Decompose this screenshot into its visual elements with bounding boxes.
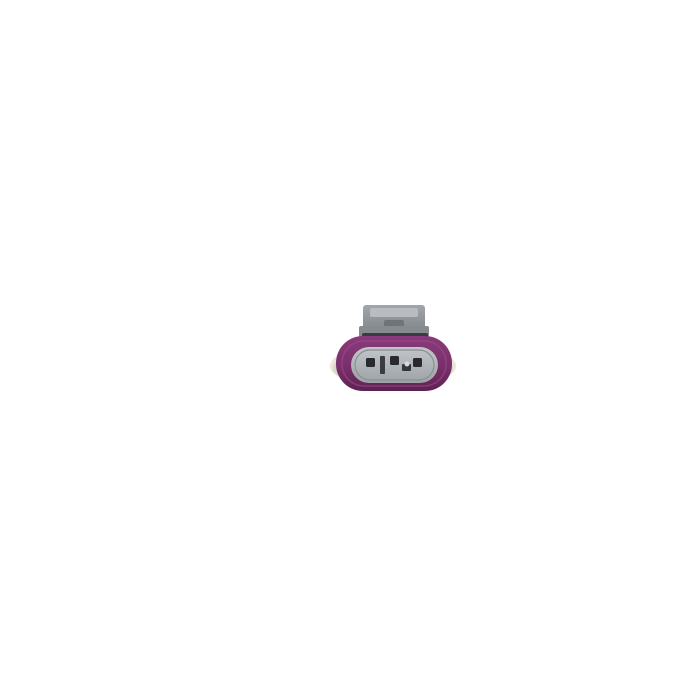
terminal-cavity-1 xyxy=(366,358,375,367)
center-pin xyxy=(404,361,410,367)
terminal-cavity-2 xyxy=(390,356,399,365)
polarizing-key xyxy=(380,356,385,374)
terminal-cavity-3 xyxy=(413,358,422,367)
terminal-cavities xyxy=(366,356,422,374)
